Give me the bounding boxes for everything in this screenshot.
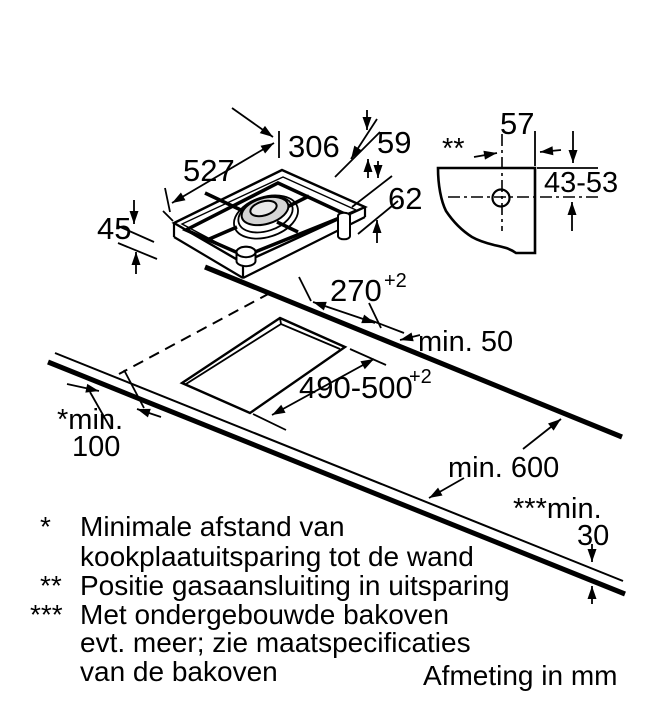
- back-gap-ext-line: [369, 319, 405, 334]
- footnote-1-marker: *: [40, 511, 51, 542]
- footnote-3-marker: ***: [30, 599, 63, 630]
- thickness-label-line1: ***min.: [513, 493, 602, 525]
- cutout-length-tolerance: +2: [409, 366, 432, 388]
- side-wall-dashed-line: [118, 292, 271, 375]
- hob-width-arrow-right: [350, 118, 378, 160]
- footnote-3-line-3: van de bakoven: [80, 656, 278, 687]
- detail-corner-piece: [436, 166, 537, 255]
- hob-width-arrow-left: [231, 107, 274, 138]
- detail-y-label: 43-53: [544, 167, 618, 199]
- hob-length-dim-line: [171, 142, 275, 204]
- side-gap-label-line1: *min.: [57, 404, 123, 436]
- total-height-ext-top: [351, 175, 393, 208]
- worktop-back-edge: [204, 264, 623, 440]
- hob-length-tick-left: [164, 187, 171, 213]
- body-height-ext-top: [117, 225, 155, 243]
- cutout-length-dim-line: [271, 358, 375, 416]
- side-gap-arrow-right: [136, 408, 162, 418]
- detail-x-arrow-right: [539, 146, 562, 156]
- hob-width-ext-right: [334, 131, 381, 178]
- footnote-2-line-1: Positie gasaansluiting in uitsparing: [80, 570, 510, 601]
- depth-label: min. 600: [448, 452, 559, 484]
- detail-x-label: 57: [500, 106, 534, 141]
- control-knob-top: [235, 245, 257, 259]
- footnote-1-line-2: kookplaatuitsparing tot de wand: [80, 541, 474, 572]
- thickness-label-line2: 30: [577, 520, 609, 552]
- footnote-3-line-2: evt. meer; zie maatspecificaties: [80, 627, 471, 658]
- detail-marker: **: [442, 133, 465, 165]
- hob-dimensions: [117, 107, 399, 274]
- body-height-ext-bottom: [117, 242, 158, 260]
- hob-length-label: 527: [183, 153, 235, 188]
- side-gap-label-line2: 100: [72, 431, 120, 463]
- cutout-length-ext-top: [349, 348, 387, 366]
- pan-support-prong-3: [206, 225, 238, 242]
- legend: * Minimale afstand van kookplaatuitspari…: [30, 511, 618, 691]
- worktop-front-bottom-edge: [47, 359, 626, 597]
- detail-x-arrow-left: [473, 150, 498, 160]
- cutout-width-ext-left: [298, 276, 312, 302]
- depth-arrow-front: [428, 477, 465, 499]
- cutout-length-label: 490-500: [299, 370, 413, 405]
- cutout-outline: [179, 316, 348, 415]
- total-height-ext-bottom: [357, 200, 399, 235]
- footnote-1-line-1: Minimale afstand van: [80, 511, 345, 542]
- side-gap-ext-cutout: [89, 391, 112, 430]
- side-gap-arrow-left: [66, 383, 100, 393]
- hob-length-ext-left: [162, 210, 174, 222]
- support-height-label: 59: [377, 125, 411, 160]
- total-height-label: 62: [388, 181, 422, 216]
- worktop-view: [47, 264, 626, 597]
- footnote-3-line-1: Met ondergebouwde bakoven: [80, 599, 449, 630]
- cutout-width-tolerance: +2: [384, 270, 407, 292]
- gas-connection-detail: [436, 131, 601, 255]
- depth-arrow-back: [522, 418, 562, 450]
- cutout-width-label: 270: [330, 273, 382, 308]
- units-note: Afmeting in mm: [423, 660, 618, 691]
- back-gap-arrow: [399, 332, 421, 342]
- gas-connection-hole: [491, 188, 511, 208]
- footnote-2-marker: **: [40, 570, 62, 601]
- hob-body-bottom-left: [173, 236, 244, 279]
- cutout-length-ext-bottom: [252, 413, 287, 431]
- worktop-dimensions: [66, 276, 597, 604]
- worktop-front-top-edge: [54, 352, 624, 582]
- body-height-label: 45: [97, 211, 131, 246]
- hob-foot: [337, 211, 351, 241]
- cutout-depth-tick: [279, 317, 282, 325]
- side-gap-ext-wall: [123, 369, 145, 409]
- cutout-width-dim-line: [312, 301, 376, 324]
- hob-width-label: 306: [288, 129, 340, 164]
- back-gap-label: min. 50: [418, 326, 513, 358]
